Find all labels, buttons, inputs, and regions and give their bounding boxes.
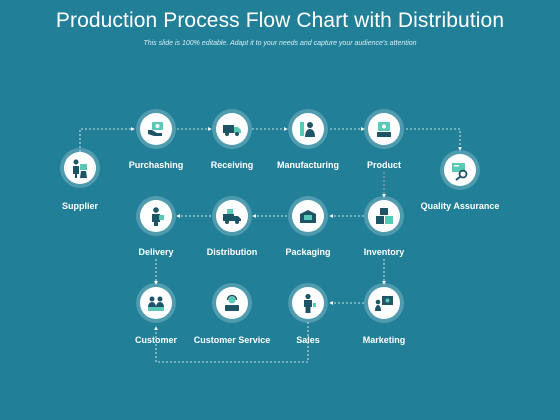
- delivery-person-icon: [152, 207, 164, 226]
- node-inventory[interactable]: [368, 200, 400, 232]
- presentation-screen-icon: [375, 296, 393, 311]
- support-headset-icon: [225, 294, 239, 311]
- cash-in-hand-icon: [148, 122, 163, 136]
- label-supplier: Supplier: [61, 201, 98, 211]
- stacked-boxes-icon: [376, 208, 393, 224]
- label-manufacturing: Manufacturing: [277, 160, 339, 170]
- label-sales: Sales: [296, 335, 320, 345]
- node-manufacturing[interactable]: [292, 113, 324, 145]
- product-box-icon: [377, 122, 391, 137]
- slide-subtitle: This slide is 100% editable. Adapt it to…: [143, 40, 417, 47]
- label-purchasing: Purchashing: [128, 160, 184, 170]
- connector-product-quality: [406, 128, 462, 151]
- label-receiving: Receiving: [210, 160, 254, 170]
- inspection-magnifier-icon: [452, 163, 468, 181]
- connector-supplier-purchasing: [79, 127, 135, 152]
- label-delivery: Delivery: [138, 247, 174, 257]
- node-purchasing[interactable]: [140, 113, 172, 145]
- label-product: Product: [366, 160, 401, 170]
- node-sales[interactable]: [292, 287, 324, 319]
- label-packaging: Packaging: [285, 247, 331, 257]
- node-packaging[interactable]: [292, 200, 324, 232]
- distribution-truck-icon: [223, 209, 241, 224]
- slide-title: Production Process Flow Chart with Distr…: [55, 9, 505, 32]
- connector-sales-customer: [154, 322, 309, 363]
- label-quality-assurance: Quality Assurance: [420, 201, 500, 211]
- node-marketing[interactable]: [368, 287, 400, 319]
- label-distribution: Distribution: [206, 247, 258, 257]
- node-quality-assurance[interactable]: [444, 154, 476, 186]
- salesperson-icon: [304, 293, 316, 313]
- node-customer[interactable]: [140, 287, 172, 319]
- node-receiving[interactable]: [216, 113, 248, 145]
- label-customer: Customer: [134, 335, 177, 345]
- node-customer-service[interactable]: [216, 287, 248, 319]
- worker-with-box-icon: [73, 159, 87, 178]
- node-supplier[interactable]: [64, 152, 96, 184]
- label-customer-service: Customer Service: [193, 335, 271, 345]
- factory-worker-icon: [300, 122, 315, 137]
- node-delivery[interactable]: [140, 200, 172, 232]
- node-product[interactable]: [368, 113, 400, 145]
- node-distribution[interactable]: [216, 200, 248, 232]
- package-icon: [300, 210, 316, 223]
- label-marketing: Marketing: [362, 335, 406, 345]
- delivery-truck-icon: [223, 125, 241, 136]
- label-inventory: Inventory: [363, 247, 405, 257]
- customer-group-icon: [148, 296, 164, 311]
